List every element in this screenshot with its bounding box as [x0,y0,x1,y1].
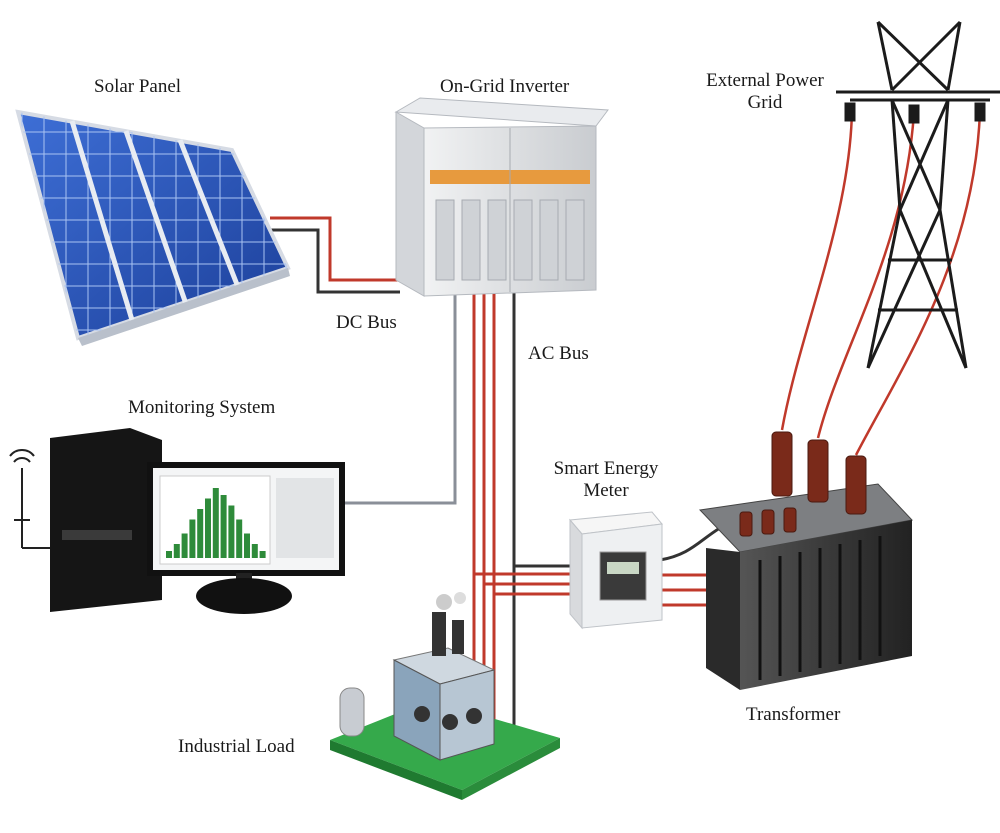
monitor-bar [197,509,204,558]
transformer-bushings [739,431,867,537]
dc-bus-wires [270,216,400,294]
label-monitoring: Monitoring System [128,397,276,418]
monitor-bar [212,488,219,558]
transmission-tower [836,20,1000,369]
label-dc-bus: DC Bus [336,312,397,333]
label-external-grid-line1: External Power [706,70,824,91]
label-smart-meter-line2: Meter [583,480,629,501]
monitor-bar [228,505,235,558]
label-smart-meter-line1: Smart Energy [553,458,659,479]
label-smart-meter: Smart Energy Meter [536,458,676,502]
monitor-bar [259,551,266,558]
label-inverter: On-Grid Inverter [440,76,570,97]
monitor-bar [173,544,180,558]
solar-panel [15,109,291,346]
label-external-grid: External Power Grid [690,70,840,114]
antenna-icon [9,449,62,549]
monitor-bar [166,551,172,558]
transformer [698,431,913,690]
label-transformer: Transformer [746,704,841,725]
label-solar-panel: Solar Panel [94,76,182,97]
grid-transformer-wires [780,109,982,456]
monitor-bar [181,533,188,558]
monitor-bar [189,519,196,558]
meter-transformer-wires [659,526,721,607]
monitor-bar [244,533,250,558]
on-grid-inverter [394,97,609,297]
monitor-bar-chart [166,488,266,558]
monitor-bar [236,519,243,558]
industrial-load [330,592,560,800]
monitor-bar [220,495,227,558]
label-external-grid-line2: Grid [747,92,783,113]
monitoring-system [9,428,345,614]
monitor-bar [251,544,258,558]
label-ac-bus: AC Bus [528,343,589,364]
monitor-bar [205,498,211,558]
label-industrial-load: Industrial Load [178,736,295,757]
monitoring-link-wire [342,292,457,505]
smart-energy-meter [568,511,663,630]
